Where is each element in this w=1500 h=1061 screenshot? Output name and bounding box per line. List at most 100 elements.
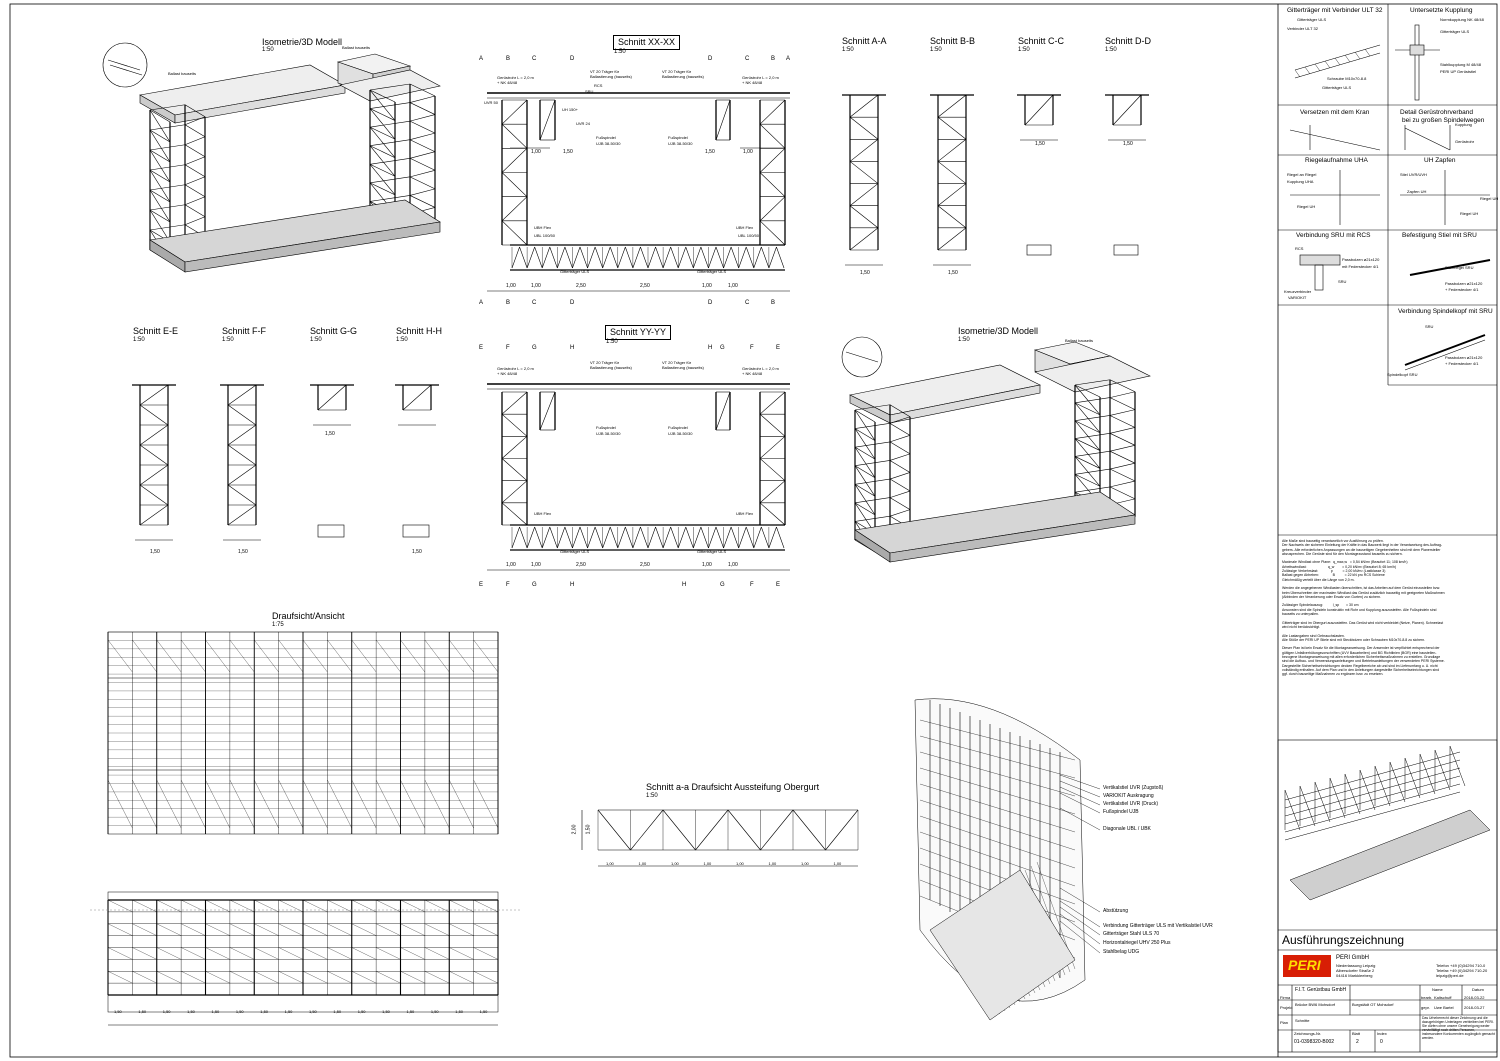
section-f-scale: 1:50 [222, 337, 234, 343]
title-block [1277, 739, 1498, 1053]
xx-label-4: RCS [594, 83, 603, 88]
yy-label-9b: UJB 38-50/30 [668, 431, 693, 436]
isometric-view-2 [841, 336, 1151, 563]
section-g-title: Schnitt G-G [310, 326, 358, 336]
xx-dim-0: 1,00 [506, 283, 516, 289]
yy-dim-4: 1,00 [702, 562, 712, 568]
plan-dim-6: 1,50 [260, 1009, 269, 1014]
iso2-scale: 1:50 [958, 337, 970, 343]
aa-title: Schnitt a-a Draufsicht Aussteifung Oberg… [646, 782, 820, 792]
xx-label-10: UH 150+ [562, 107, 578, 112]
detail-title-3: Detail Gerüstrohrverband [1400, 109, 1473, 116]
projekt-label: Projekt [1280, 1005, 1293, 1010]
yy-axis-b1: F [506, 582, 510, 588]
detail-5-label-1: Zapfen UH [1407, 189, 1427, 194]
yy-label-13b: Gitterträger ULS [697, 549, 727, 554]
detail-0-label-2: Schraube M10x70-8.8 [1327, 76, 1367, 81]
aa-dim-2: 1,00 [671, 861, 679, 866]
plan-dim-4: 1,50 [211, 1009, 220, 1014]
detail-1-label-2: Stahlkupplung M 48/48 [1440, 62, 1481, 67]
section-c-title: Schnitt C-C [1018, 36, 1065, 46]
yy-axis-1: F [506, 345, 510, 351]
plan-label: Plan [1280, 1020, 1289, 1025]
plan-value: Schnitte [1295, 1018, 1310, 1023]
detail3d-label-5: Abstützung [1103, 908, 1129, 914]
xx-label-3b: Ballastierung (bauseits) [662, 74, 704, 79]
xx-label-3: Ballastierung (bauseits) [590, 74, 632, 79]
yy-label-9: UJB 38-50/30 [596, 431, 621, 436]
detail-4-label-2: Riegel UH [1297, 204, 1316, 209]
blatt-label: Blatt [1352, 1031, 1361, 1036]
yy-dim-0: 1,00 [506, 562, 516, 568]
aa-dim-7: 1,00 [833, 861, 842, 866]
plan-title: Draufsicht/Ansicht [272, 611, 345, 621]
detail-panels [1278, 4, 1497, 536]
xx-label-9: UJB 38-50/30 [596, 141, 621, 146]
plan-dim-0: 1,50 [114, 1009, 122, 1014]
index-label: Index [1377, 1031, 1387, 1036]
detail-4-label-0: Riegel an Riegel [1287, 172, 1317, 177]
detail3d-label-2: Vertikalstiel UVR (Druck) [1103, 801, 1159, 807]
detail3d-label-8: Horizontalriegel UHV 250 Plus [1103, 940, 1171, 946]
xx-label-8b: Fußspindel [668, 135, 688, 140]
aa-dim-1: 1,00 [638, 861, 647, 866]
plan-dim-2: 1,50 [162, 1009, 171, 1014]
yy-axis-b4: H [682, 582, 687, 588]
iso1-scale: 1:50 [262, 47, 274, 53]
aa-dim-5: 1,00 [768, 861, 777, 866]
firma-value: F.I.T. Gerüstbau GmbH [1295, 987, 1347, 993]
plan-scale: 1:75 [272, 622, 284, 628]
detail-0-label-3: Gitterträger ULS [1322, 85, 1352, 90]
yy-dim-3: 2,50 [640, 562, 650, 568]
detail-1-label-0: Normkupplung NK 48/48 [1440, 17, 1484, 22]
branch-line-2: 04416 Markkleeberg [1336, 973, 1373, 978]
drawing-type-title: Ausführungszeichnung [1282, 933, 1405, 947]
nr-value: 01-0398320-B002 [1294, 1039, 1335, 1045]
xx-axis-b0: A [479, 300, 484, 306]
row0-label: bearb. [1421, 995, 1433, 1000]
detail-7-label-1: Passbolzen ⌀21x120 [1445, 281, 1483, 286]
yy-dim-2: 2,50 [576, 562, 586, 568]
detail-6-label-2: mit Federstecker 4/1 [1342, 264, 1379, 269]
general-notes: Alle Maße sind bauseitig verantwortlich … [1282, 539, 1445, 677]
yy-title: Schnitt YY-YY [605, 325, 672, 340]
row0-date: 2018-03-22 [1464, 995, 1485, 1000]
section-e-dim: 1,50 [150, 549, 160, 555]
section-h-title: Schnitt H-H [396, 326, 443, 336]
xx-dim-8: 1,00 [531, 149, 541, 155]
yy-axis-b3: H [570, 582, 575, 588]
xx-axis-b2: C [532, 300, 537, 306]
aa-dim-0: 1,00 [606, 861, 614, 866]
yy-label-1b: + NK 48/48 [742, 371, 763, 376]
xx-axis-3: D [570, 56, 575, 62]
section-f-dim: 1,50 [238, 549, 248, 555]
xx-dim-3: 2,50 [640, 283, 650, 289]
xx-label-13: Gitterträger ULS [560, 269, 590, 274]
detail-1-label-1: Gitterträger ULS [1440, 29, 1470, 34]
plan-dim-3: 1,50 [187, 1009, 195, 1014]
section-d-dim: 1,50 [1123, 141, 1133, 147]
xx-scale: 1:50 [614, 49, 626, 55]
section-xx [487, 92, 790, 292]
yy-label-13: Gitterträger ULS [560, 549, 590, 554]
detail-6-label-1: Passbolzen ⌀21x120 [1342, 257, 1380, 262]
yy-axis-4: H [708, 345, 713, 351]
detail-7-label-2: + Federstecker 4/1 [1445, 287, 1479, 292]
detail3d-label-1: VARIOKIT Auskragung [1103, 793, 1154, 799]
iso2-note: Ballast bauseits [1065, 338, 1094, 343]
section-h-dim: 1,50 [412, 549, 422, 555]
detail-1-label-3: PERI UP Gerüststiel [1440, 69, 1477, 74]
xx-label-0b: Gerüstrohr L = 2,0 m [742, 75, 779, 80]
firma-label: Firma [1280, 995, 1291, 1000]
detail-0-label-0: Gitterträger ULS [1297, 17, 1327, 22]
company-name: PERI GmbH [1336, 955, 1370, 961]
yy-label-11b: UBH Flex [736, 511, 754, 516]
detail-0-label-1: Verbinder ULT 32 [1287, 26, 1318, 31]
section-g-dim: 1,50 [325, 431, 335, 437]
xx-label-12b: UBL 100/50 [738, 233, 759, 238]
xx-dim-9: 1,00 [743, 149, 753, 155]
detail-8-label-2: Spindelkopf SRU [1387, 372, 1418, 377]
xx-axis-b4: D [708, 300, 713, 306]
detail-8-label-3: + Federstecker 4/1 [1445, 361, 1479, 366]
